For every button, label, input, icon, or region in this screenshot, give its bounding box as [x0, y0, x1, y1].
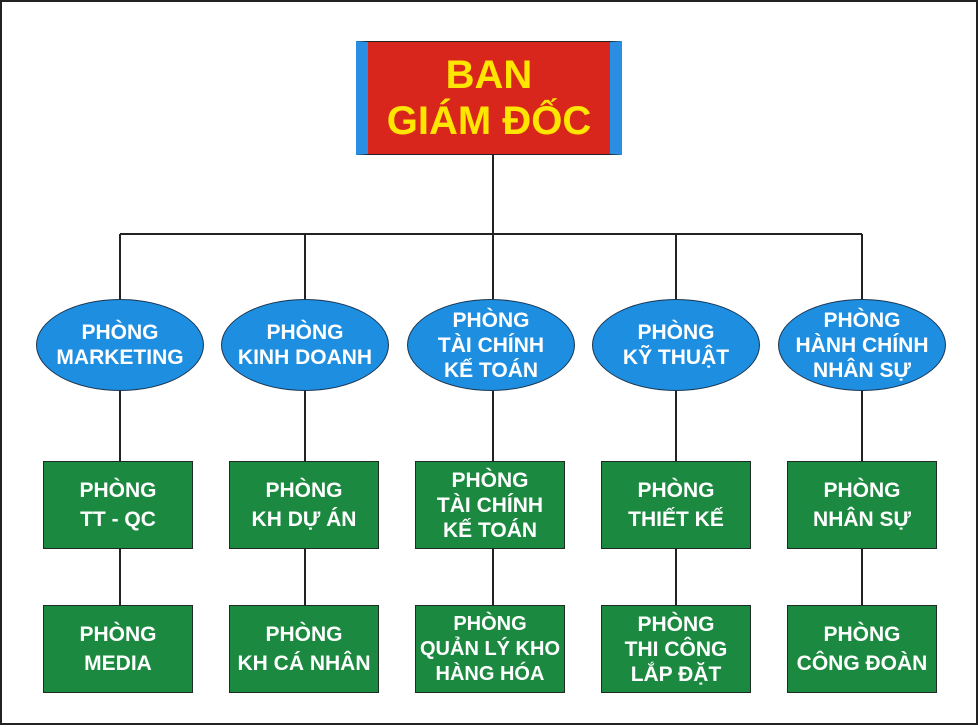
department-marketing: PHÒNG MARKETING: [36, 299, 204, 391]
sub-unit-label: PHÒNG: [265, 623, 343, 646]
sub-unit-label: NHÂN SỰ: [813, 508, 911, 531]
sub-unit-label: TT - QC: [80, 508, 156, 531]
department-label: KỸ THUẬT: [622, 346, 730, 369]
sub-unit-label: PHÒNG: [79, 479, 157, 502]
department-label: PHÒNG: [266, 321, 344, 344]
department-label: PHÒNG: [452, 308, 530, 332]
sub-unit-kh-ca-nhan: PHÒNG KH CÁ NHÂN: [229, 605, 379, 693]
sub-unit-label: KẾ TOÁN: [442, 518, 538, 542]
department-label: KẾ TOÁN: [443, 358, 539, 382]
department-label: NHÂN SỰ: [813, 358, 911, 382]
sub-unit-design: PHÒNG THIẾT KẾ: [601, 461, 751, 549]
director-line-2: GIÁM ĐỐC: [386, 99, 592, 143]
department-label: KINH DOANH: [237, 346, 373, 369]
director-box: BAN GIÁM ĐỐC: [356, 41, 622, 155]
sub-unit-label: PHÒNG: [637, 612, 715, 636]
sub-unit-label: CÔNG ĐOÀN: [796, 652, 928, 675]
sub-unit-label: PHÒNG: [453, 612, 527, 635]
department-technical: PHÒNG KỸ THUẬT: [592, 299, 760, 391]
director-line-1: BAN: [445, 53, 533, 97]
sub-unit-warehouse: PHÒNG QUẢN LÝ KHO HÀNG HÓA: [415, 605, 565, 693]
sub-unit-tt-qc: PHÒNG TT - QC: [43, 461, 193, 549]
sub-unit-label: PHÒNG: [823, 623, 901, 646]
department-label: PHÒNG: [637, 321, 715, 344]
sub-unit-label: KH DỰ ÁN: [251, 508, 357, 531]
sub-unit-label: THIẾT KẾ: [628, 508, 724, 531]
department-label: PHÒNG: [81, 321, 159, 344]
department-sales: PHÒNG KINH DOANH: [221, 299, 389, 391]
sub-unit-label: LẮP ĐẶT: [630, 662, 722, 686]
sub-unit-hr: PHÒNG NHÂN SỰ: [787, 461, 937, 549]
department-label: MARKETING: [56, 346, 184, 369]
sub-unit-label: PHÒNG: [265, 479, 343, 502]
sub-unit-label: PHÒNG: [79, 623, 157, 646]
sub-unit-installation: PHÒNG THI CÔNG LẮP ĐẶT: [601, 605, 751, 693]
department-admin-hr: PHÒNG HÀNH CHÍNH NHÂN SỰ: [778, 299, 946, 391]
sub-unit-label: KH CÁ NHÂN: [237, 652, 371, 675]
sub-unit-finance: PHÒNG TÀI CHÍNH KẾ TOÁN: [415, 461, 565, 549]
sub-unit-label: PHÒNG: [823, 479, 901, 502]
sub-unit-label: HÀNG HÓA: [435, 662, 545, 685]
sub-unit-kh-du-an: PHÒNG KH DỰ ÁN: [229, 461, 379, 549]
department-label: PHÒNG: [823, 308, 901, 332]
sub-unit-label: QUẢN LÝ KHO: [420, 637, 560, 660]
department-label: HÀNH CHÍNH: [795, 333, 929, 357]
sub-unit-media: PHÒNG MEDIA: [43, 605, 193, 693]
department-finance: PHÒNG TÀI CHÍNH KẾ TOÁN: [407, 299, 575, 391]
sub-unit-label: MEDIA: [84, 652, 152, 675]
sub-unit-union: PHÒNG CÔNG ĐOÀN: [787, 605, 937, 693]
department-label: TÀI CHÍNH: [437, 333, 545, 357]
sub-unit-label: PHÒNG: [451, 468, 529, 492]
sub-unit-label: PHÒNG: [637, 479, 715, 502]
sub-unit-label: THI CÔNG: [624, 637, 728, 661]
sub-unit-label: TÀI CHÍNH: [436, 493, 544, 517]
